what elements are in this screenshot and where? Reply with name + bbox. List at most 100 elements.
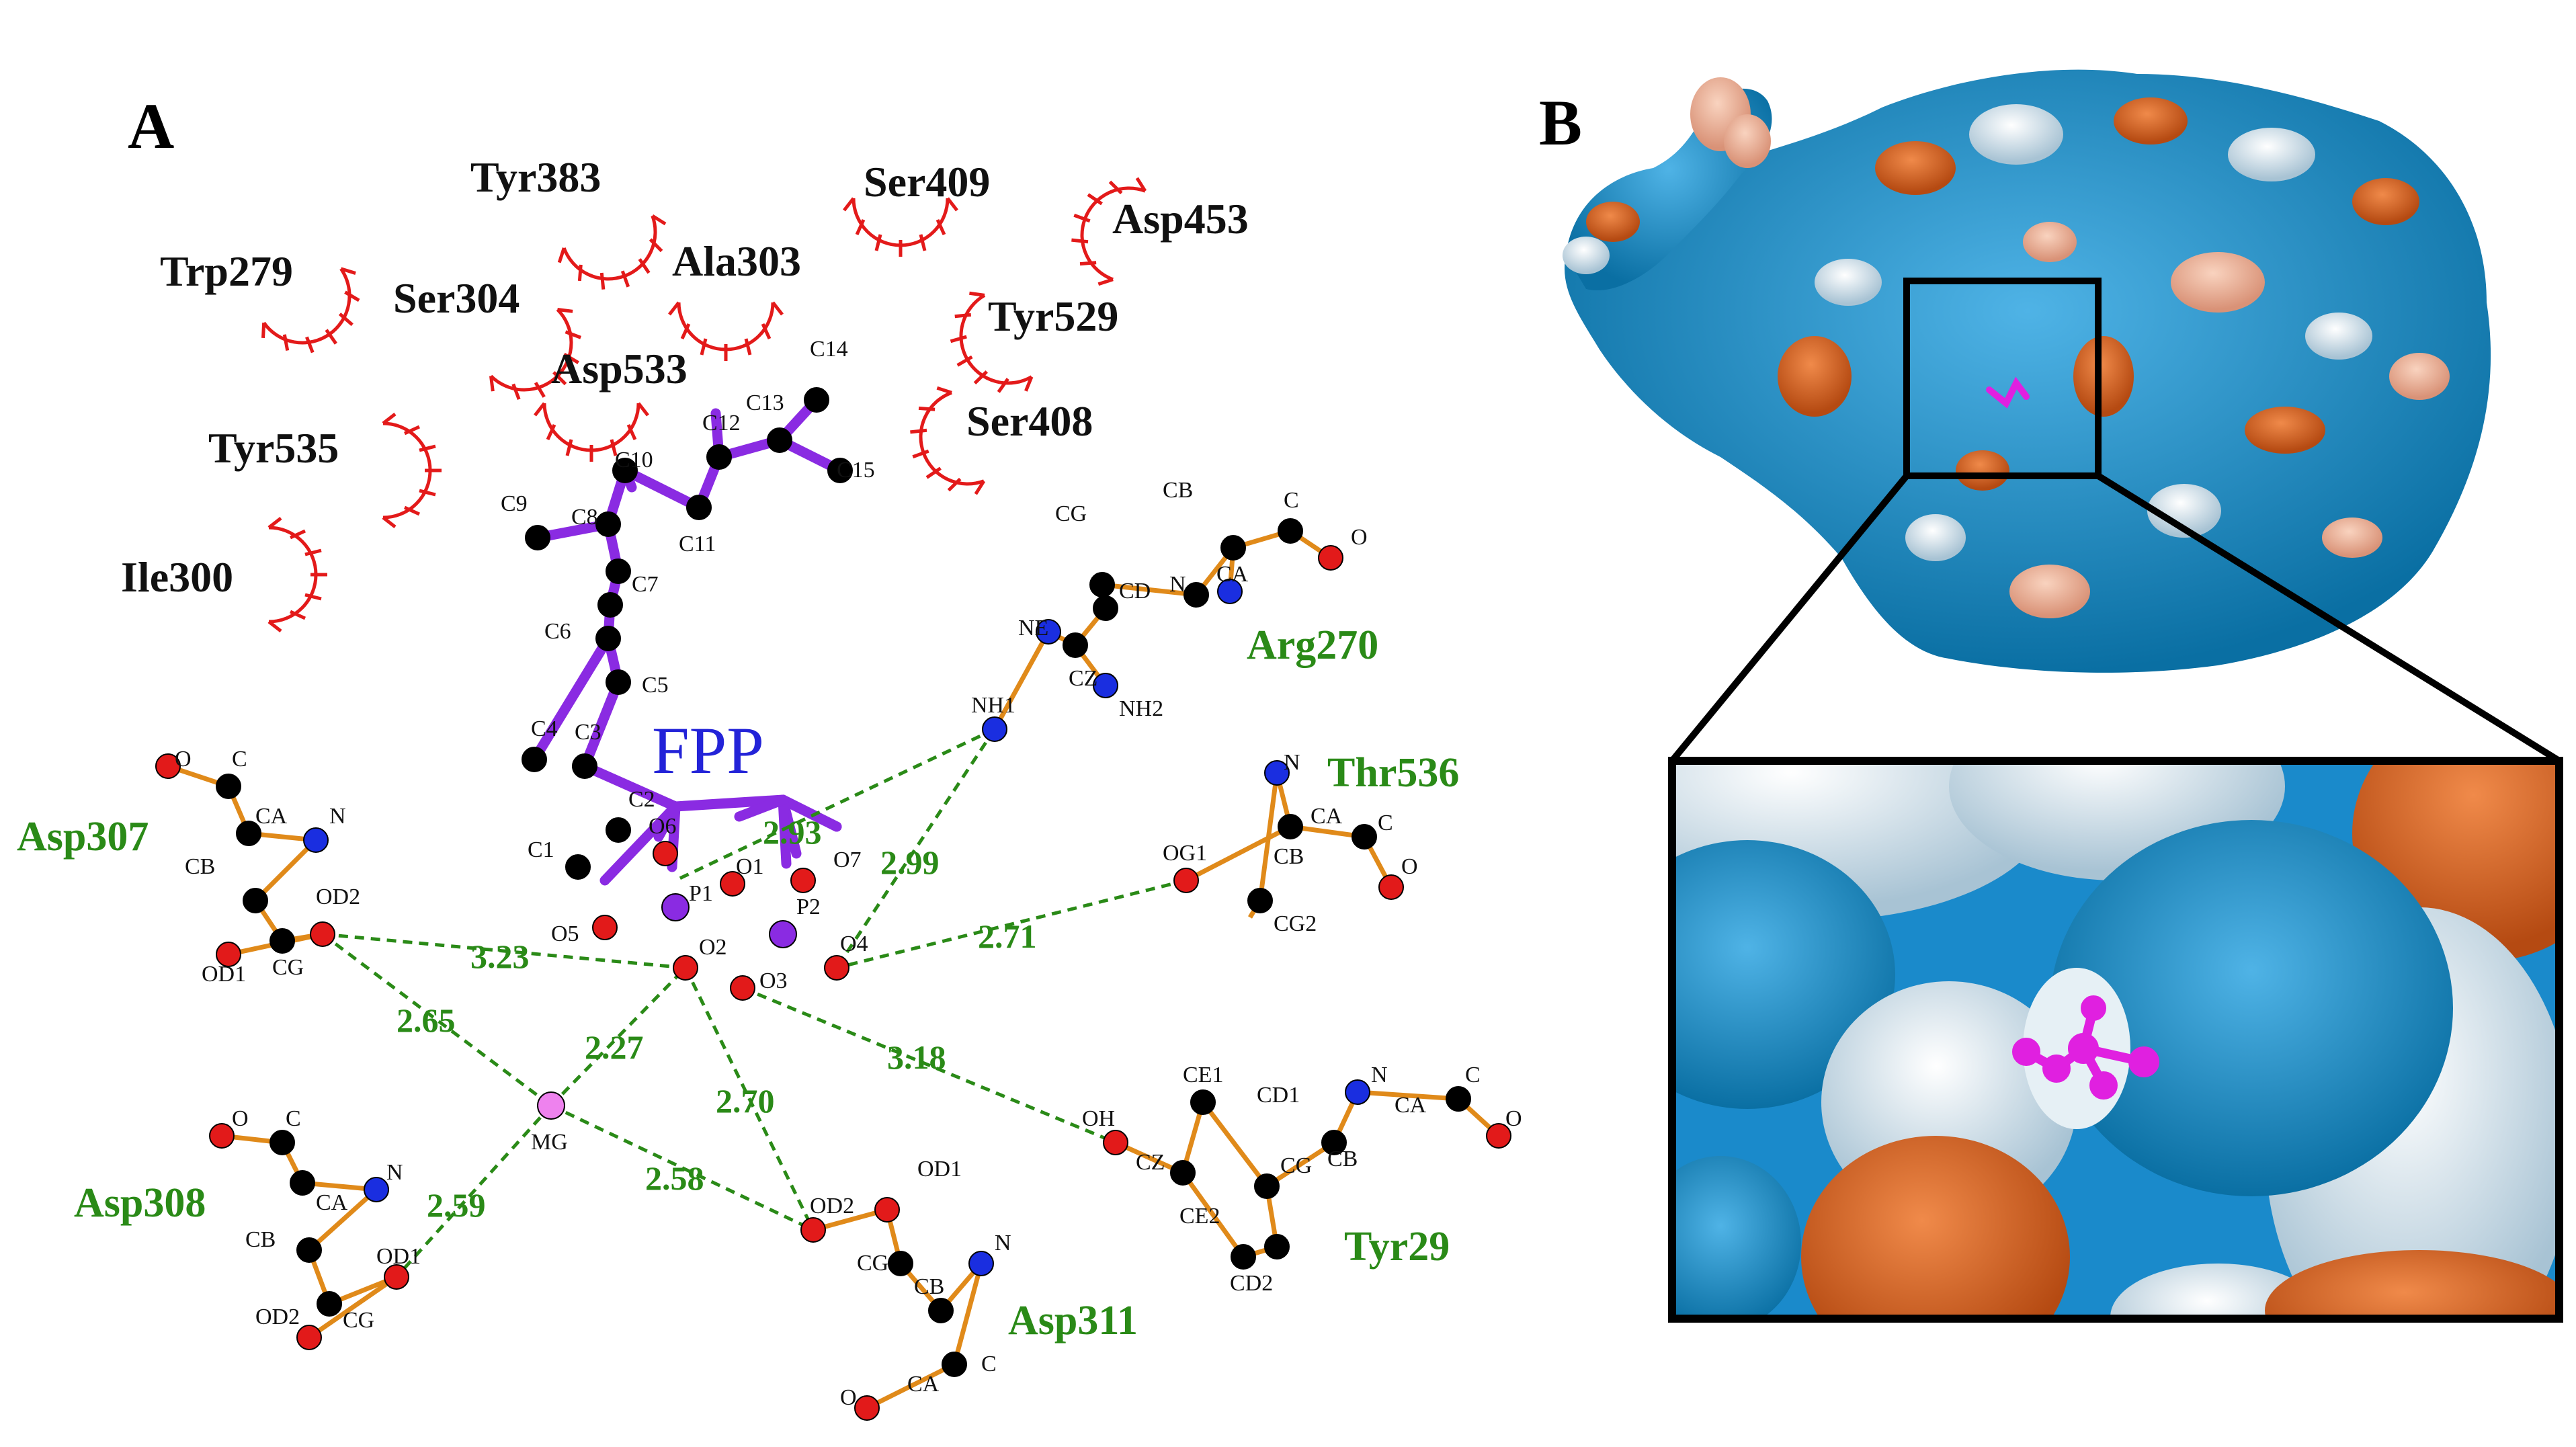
atom-label: CD2 [1230, 1271, 1273, 1296]
atom-label: OD1 [376, 1244, 421, 1269]
atom-label: P2 [796, 895, 821, 919]
atom-label: P1 [689, 881, 713, 906]
atom-label: C [232, 747, 247, 772]
arc-ala303 [668, 301, 784, 361]
atom-label: CD [1119, 579, 1151, 604]
fpp-bonds [529, 395, 845, 886]
atom-label: C2 [628, 787, 655, 812]
ligand-label: FPP [652, 713, 764, 788]
hydrophobic-arcs [261, 177, 1147, 632]
atom-label: CB [914, 1274, 944, 1299]
atom-label: C13 [746, 390, 784, 415]
distance-label: 2.99 [880, 843, 940, 881]
atom-label: C [1378, 811, 1393, 835]
atom-label: CG [343, 1308, 374, 1333]
atom-label: NE [1018, 616, 1048, 640]
selection-box [1903, 278, 2102, 479]
atom-label: CG [272, 955, 304, 980]
atom-label: CD1 [1257, 1083, 1300, 1108]
arc-ser304 [489, 308, 582, 401]
distance-label: 2.65 [397, 1001, 456, 1039]
residue-label: Tyr29 [1344, 1224, 1450, 1270]
atom-label: O [1401, 854, 1418, 879]
atom-label: N [1284, 750, 1300, 775]
residue-label: Ala303 [672, 237, 801, 285]
atom-label: OD2 [255, 1305, 300, 1329]
atom-label: O6 [649, 814, 677, 839]
atom-label: O2 [699, 935, 727, 960]
atom-label: C10 [615, 448, 653, 472]
arc-tyr383 [557, 214, 667, 290]
atom-label: C9 [501, 491, 528, 516]
arc-ile300 [267, 517, 327, 632]
residue-label: Arg270 [1247, 622, 1378, 668]
atom-label: NH2 [1119, 696, 1163, 721]
atom-label: O1 [736, 854, 764, 879]
atom-label: N [329, 804, 346, 829]
atom-label: C6 [544, 619, 571, 644]
distance-label: 2.71 [978, 917, 1037, 955]
zoom-inset-frame [1668, 757, 2563, 1323]
atom-label: MG [531, 1130, 568, 1155]
residue-label: Tyr383 [470, 153, 601, 201]
atom-label: C8 [571, 505, 598, 530]
residue-label: Trp279 [160, 247, 293, 295]
atom-label: C [1284, 488, 1299, 513]
atom-label: CG2 [1274, 911, 1317, 936]
zoom-inset [1668, 757, 2563, 1323]
atom-label: C14 [810, 337, 848, 362]
atom-label: C15 [837, 458, 875, 483]
atom-label: O3 [759, 968, 788, 993]
hydrophobic-residue-labels: Tyr383 Ser409 Asp453 Trp279 Ala303 Ser30… [121, 153, 1249, 601]
residue-label: Tyr529 [988, 292, 1118, 340]
distance-label: 2.27 [585, 1028, 644, 1066]
zoom-line-right [2096, 472, 2561, 764]
atom-label: CB [1274, 844, 1304, 869]
arc-ser409 [843, 197, 958, 257]
atom-label: C5 [642, 673, 669, 698]
arc-ser408 [910, 386, 986, 495]
atom-label: C4 [531, 716, 558, 741]
atom-label: CA [907, 1372, 940, 1397]
residue-label: Thr536 [1327, 750, 1459, 796]
arc-tyr529 [950, 291, 1034, 393]
atom-label: CZ [1069, 666, 1097, 691]
protein-surface [1563, 69, 2491, 673]
distance-label: 2.93 [763, 813, 822, 851]
hbond-residue-labels: Arg270 Thr536 Asp307 Asp308 Tyr29 Asp311 [17, 622, 1459, 1343]
atom-label: CB [1327, 1147, 1358, 1171]
atom-labels: C14 C13 C12 C15 C10 C9 C8 C11 C7 C6 C5 C… [175, 337, 1522, 1410]
atom-label: CA [1216, 562, 1249, 587]
distance-label: 3.23 [470, 938, 530, 975]
residue-label: Asp308 [74, 1180, 206, 1226]
hydrogen-bonds [321, 727, 1187, 1278]
residue-label: Asp533 [551, 345, 688, 392]
atom-label: CE2 [1179, 1204, 1220, 1229]
atom-label: CG [1280, 1153, 1312, 1178]
atom-label: C3 [575, 720, 601, 745]
panel-a: A [17, 90, 1522, 1421]
residue-label: Ser408 [966, 397, 1093, 445]
atom-label: C [1465, 1063, 1481, 1087]
atom-label: O [175, 747, 192, 772]
atom-label: CB [245, 1227, 276, 1252]
atom-label: CG [1055, 501, 1087, 526]
residue-label: Ser409 [864, 158, 990, 206]
residue-label: Asp453 [1112, 195, 1249, 243]
atom-label: O7 [833, 847, 862, 872]
atom-label: CE1 [1183, 1063, 1223, 1087]
atom-label: C11 [679, 532, 716, 556]
atom-label: O [1505, 1106, 1522, 1131]
atom-label: C [981, 1352, 997, 1376]
atom-label: O4 [840, 932, 868, 956]
residue-label: Asp307 [17, 814, 149, 860]
arc-tyr535 [382, 413, 442, 528]
atom-label: CG [857, 1251, 888, 1276]
zoom-line-left [1669, 473, 1909, 763]
atom-label: N [1169, 572, 1186, 597]
atoms [155, 387, 1511, 1421]
atom-label: O [840, 1385, 857, 1410]
distance-label: 3.18 [887, 1038, 946, 1076]
atom-label: C1 [528, 837, 554, 862]
